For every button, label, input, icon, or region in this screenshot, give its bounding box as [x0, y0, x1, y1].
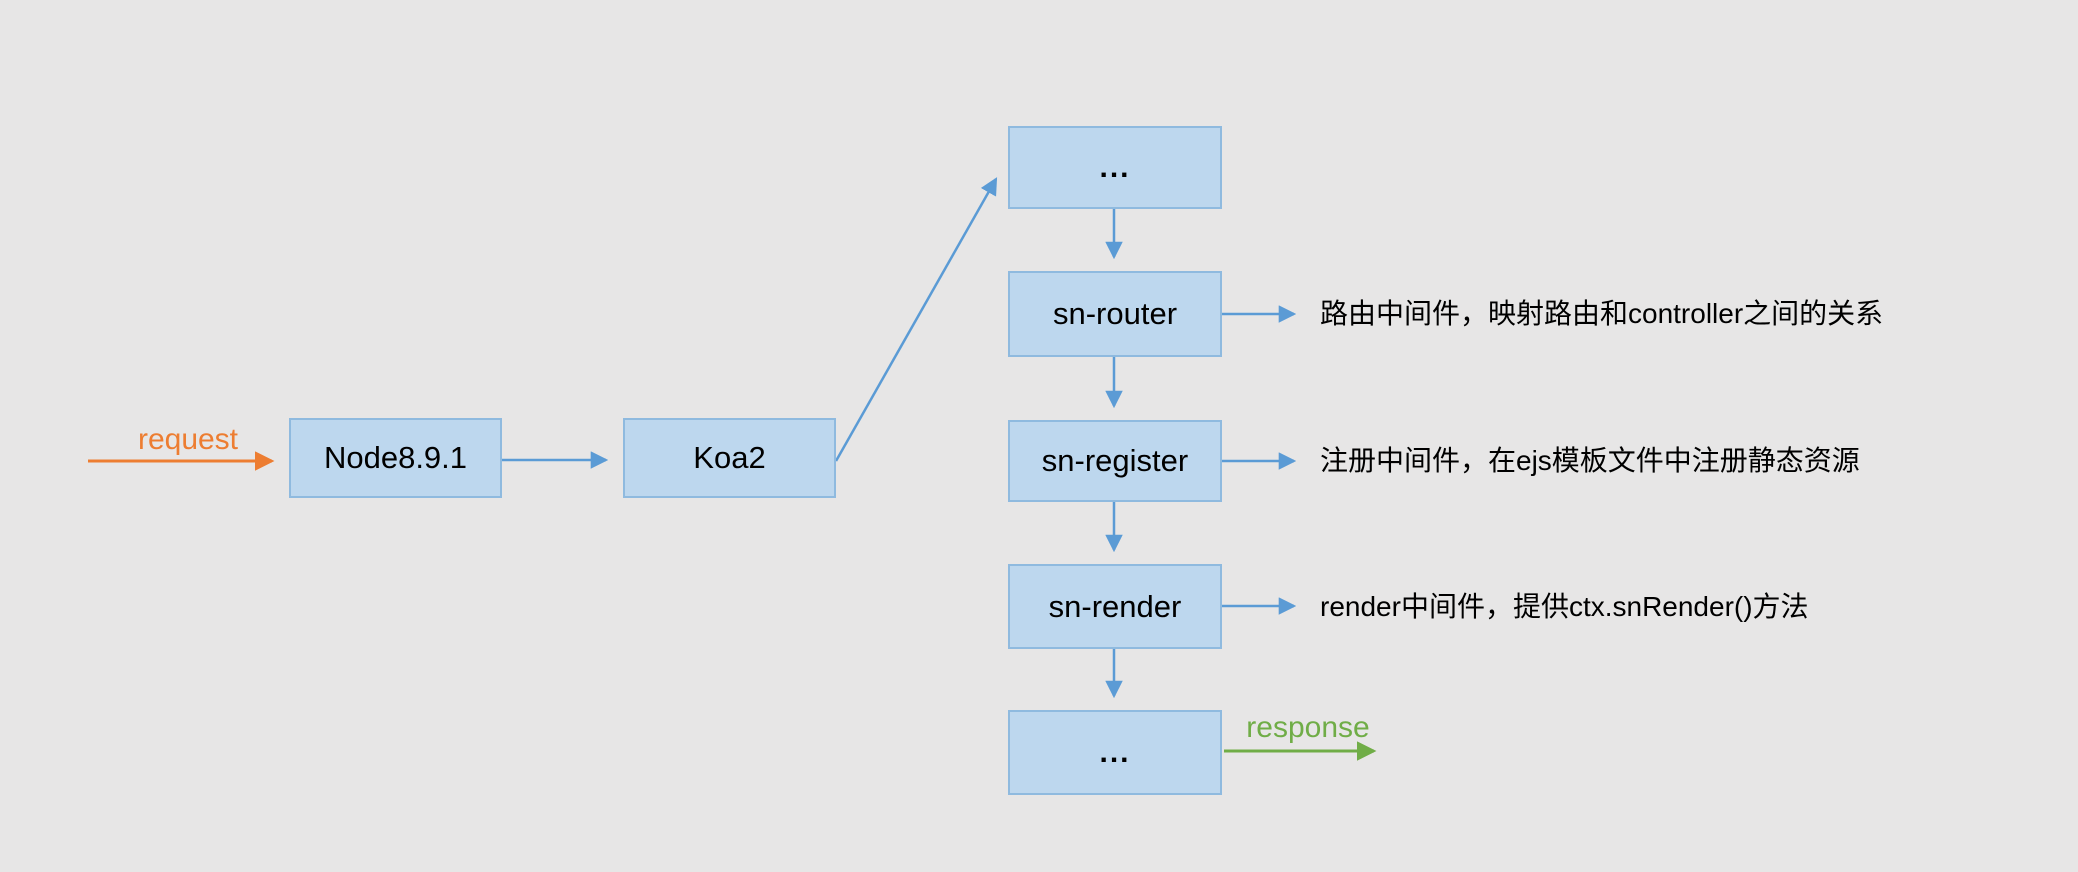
- koa-box: Koa2: [623, 418, 836, 498]
- middleware-top-box: ...: [1008, 126, 1222, 209]
- request-label: request: [137, 423, 239, 456]
- response-label: response: [1246, 711, 1370, 744]
- middleware-bottom-label: ...: [1099, 735, 1131, 769]
- sn-render-annotation: render中间件，提供ctx.snRender()方法: [1320, 591, 1809, 622]
- sn-router-annotation: 路由中间件，映射路由和controller之间的关系: [1320, 298, 1884, 329]
- middleware-bottom-box: ...: [1008, 710, 1222, 795]
- sn-register-label: sn-register: [1041, 443, 1189, 478]
- sn-render-label: sn-render: [1048, 588, 1182, 624]
- arrow-koa-to-middleware-top: [834, 177, 998, 462]
- sn-router-box: sn-router: [1008, 271, 1222, 357]
- middleware-top-label: ...: [1099, 150, 1131, 184]
- node-box-label: Node8.9.1: [323, 440, 468, 475]
- sn-register-box: sn-register: [1008, 420, 1222, 502]
- node-box: Node8.9.1: [289, 418, 502, 498]
- koa-box-label: Koa2: [693, 440, 766, 475]
- sn-router-label: sn-router: [1052, 296, 1178, 331]
- sn-render-box: sn-render: [1008, 564, 1222, 649]
- sn-register-annotation: 注册中间件，在ejs模板文件中注册静态资源: [1320, 445, 1860, 476]
